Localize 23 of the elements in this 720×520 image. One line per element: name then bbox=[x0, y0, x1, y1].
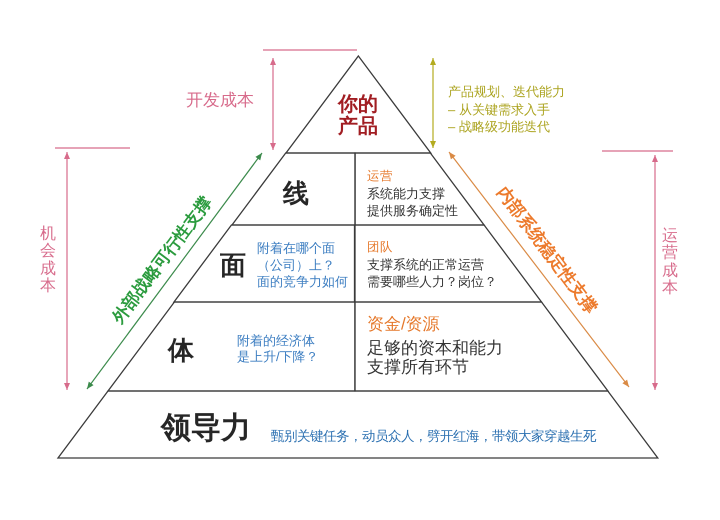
annotation-text: – 战略级功能迭代 bbox=[448, 118, 550, 136]
tier-title: 领导力 bbox=[160, 410, 251, 446]
tier-title: 面 bbox=[220, 248, 246, 282]
tier-title: 线 bbox=[282, 176, 309, 210]
question-text: 附着在哪个面（公司）上？ bbox=[256, 240, 336, 274]
question-text: 面的竞争力如何 bbox=[256, 274, 348, 290]
side-label: 外部战略可行性支撑 bbox=[107, 192, 217, 328]
cell-text: 支撑系统的正常运营 bbox=[367, 256, 484, 274]
cell-heading: 运营 bbox=[367, 169, 393, 185]
cell-heading: 资金/资源 bbox=[367, 313, 440, 335]
cost-label: 运营成本 bbox=[662, 227, 678, 297]
annotation-text: – 从关键需求入手 bbox=[448, 102, 550, 118]
cost-label: 开发成本 bbox=[186, 89, 254, 111]
apex-title: 你的产品 bbox=[336, 94, 379, 138]
annotation-text: 产品规划、迭代能力 bbox=[448, 84, 565, 100]
cell-text: 提供服务确定性 bbox=[367, 202, 458, 220]
tier-title: 体 bbox=[168, 334, 194, 366]
cell-text: 足够的资本和能力支撑所有环节 bbox=[367, 338, 504, 378]
description-text: 甄别关键任务，动员众人，劈开红海，带领大家穿越生死 bbox=[270, 428, 596, 446]
cell-heading: 团队 bbox=[367, 240, 393, 256]
cell-text: 系统能力支撑 bbox=[367, 186, 445, 202]
cost-label: 机会成本 bbox=[40, 225, 56, 295]
question-text: 附着的经济体是上升/下降？ bbox=[236, 332, 320, 366]
